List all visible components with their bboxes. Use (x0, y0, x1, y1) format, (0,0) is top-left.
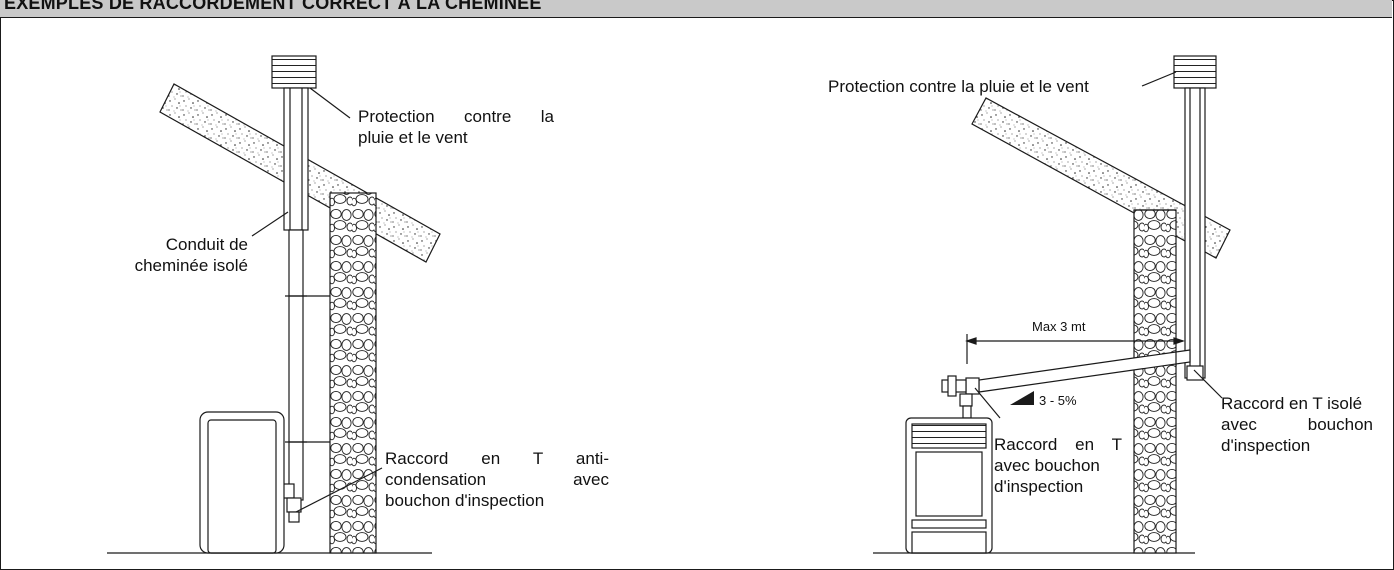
left-rain-protection-label: Protection contre la pluie et le vent (358, 106, 554, 148)
right-insulated-t-label: Raccord en T isolé avec bouchon d'inspec… (1221, 393, 1373, 456)
left-insulated-flue-line-2: cheminée isolé (134, 256, 248, 275)
right-cap-leader (1141, 71, 1177, 87)
right-insulated-t-line-3: d'inspection (1221, 436, 1311, 455)
left-insulated-flue-line-1: Conduit de (165, 235, 248, 254)
right-insulated-t-block: avec bouchon (1221, 414, 1373, 435)
left-t-line-3: bouchon d'inspection (385, 491, 545, 510)
left-t-line-1: Raccord en T anti- (385, 449, 609, 468)
right-t-line-1: Raccord en T (994, 435, 1122, 454)
diagram-title: EXEMPLES DE RACCORDEMENT CORRECT À LA CH… (4, 0, 542, 13)
max-distance-label: Max 3 mt (1032, 319, 1086, 334)
left-insulated-flue (283, 87, 309, 231)
left-flue-leader (251, 211, 289, 237)
slope-triangle (1010, 391, 1034, 405)
right-t-fitting (965, 377, 980, 395)
left-t-leader (295, 467, 383, 513)
right-t-line-3: d'inspection (994, 477, 1084, 496)
right-rain-protection-label: Protection contre la pluie et le vent (828, 77, 1089, 96)
right-t-with-cap-label: Raccord en T avec bouchon d'inspection (994, 434, 1122, 497)
left-insulated-flue-label: Conduit de cheminée isolé (118, 234, 248, 276)
right-insulated-t-line-1: Raccord en T isolé (1221, 394, 1363, 413)
right-t-line-2: avec bouchon (994, 456, 1100, 475)
right-installation (873, 55, 1231, 554)
left-stone-wall (329, 192, 377, 554)
slope-label: 3 - 5% (1039, 393, 1077, 408)
left-rain-protection-line-2: pluie et le vent (358, 128, 468, 147)
left-flue-pipe (288, 229, 304, 501)
left-chimney-cap (271, 55, 317, 89)
left-cap-leader (309, 87, 351, 119)
left-installation (107, 55, 441, 554)
right-stone-wall (1133, 209, 1177, 554)
right-t-with-cap-block: Raccord en T (994, 434, 1122, 455)
right-insulated-flue (1184, 87, 1206, 379)
right-chimney-cap (1173, 55, 1217, 89)
left-rain-protection-line-1: Protection contre la (358, 107, 554, 126)
left-t-line-2: condensation avec (385, 470, 609, 489)
left-t-anticondensation-label: Raccord en T anti- condensation avec bou… (385, 448, 609, 511)
right-insulated-t-line-2: avec bouchon (1221, 415, 1373, 434)
left-stove (199, 411, 285, 554)
right-t-leader (974, 387, 1001, 419)
title-bar: EXEMPLES DE RACCORDEMENT CORRECT À LA CH… (0, 0, 1392, 18)
right-insulated-t-leader (1193, 369, 1223, 399)
